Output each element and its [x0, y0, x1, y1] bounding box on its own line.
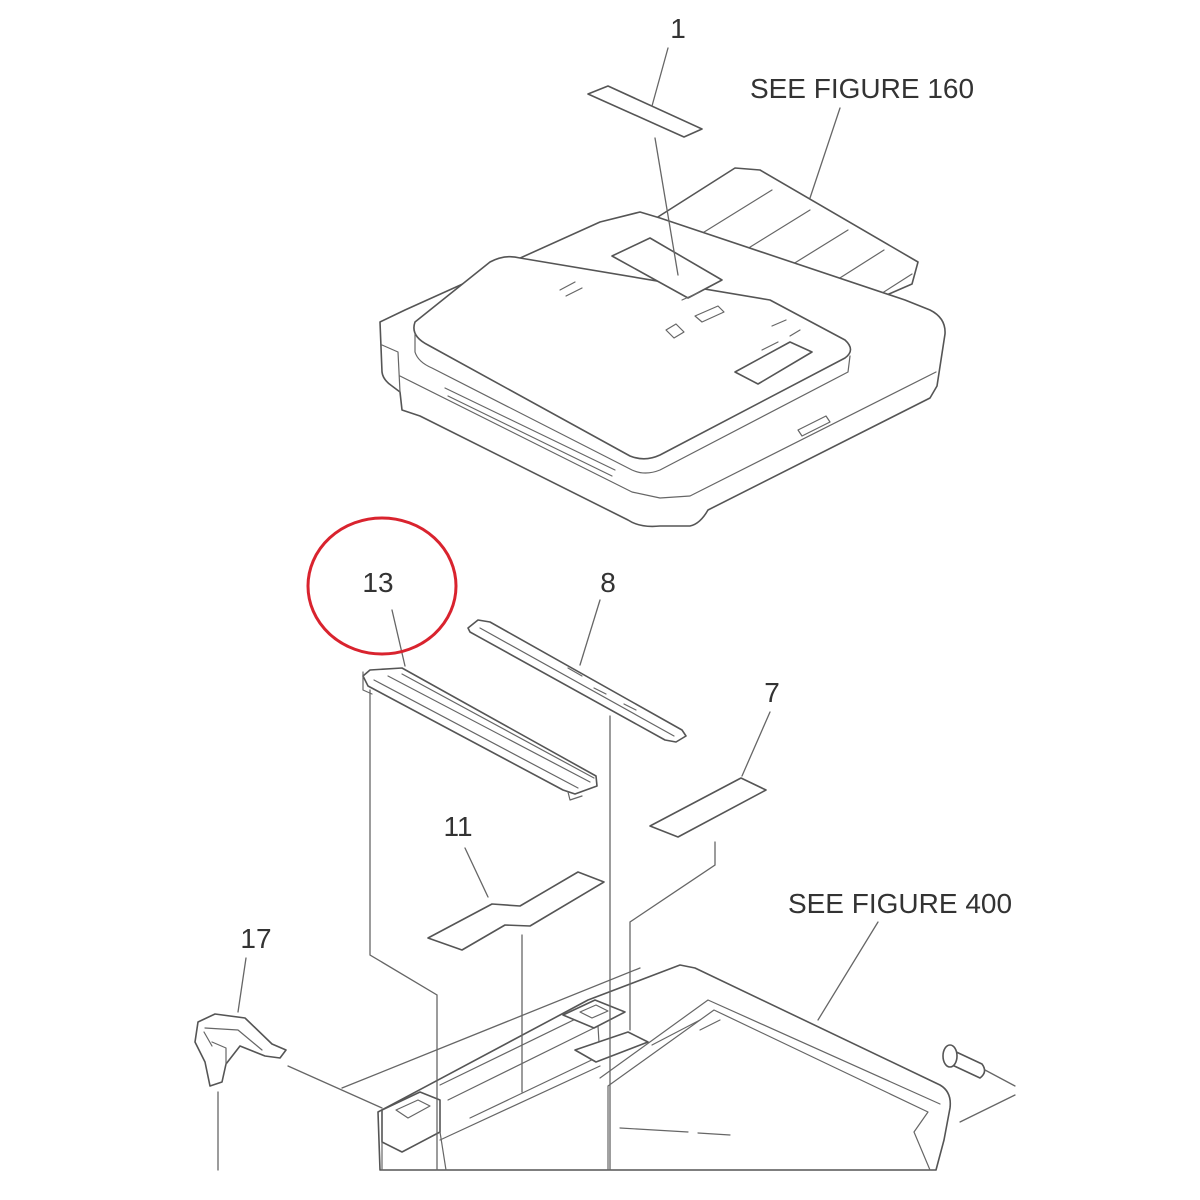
leader-screw: [984, 1069, 1016, 1087]
callout-item-11: 11: [443, 811, 472, 842]
leader-item-11: [464, 847, 489, 898]
item-8-strip-body: [467, 619, 687, 743]
scanner-frame-outer: [377, 964, 952, 1171]
leader-item-1: [651, 47, 669, 107]
adf-hinge-marks: [559, 281, 583, 297]
callout-see-figure-400: SEE FIGURE 400: [788, 888, 1012, 919]
adf-right-guide: [734, 341, 813, 385]
callout-labels: 1 SEE FIGURE 160 13 8 7 11 SEE FIGURE 40…: [240, 13, 1012, 954]
item-13-rail-bar: [362, 667, 598, 801]
scanner-frame-inner-lip: [599, 999, 941, 1105]
item-13-bar-body: [362, 667, 598, 795]
leader-item-13: [391, 609, 406, 667]
item-13-bar-rails: [373, 673, 595, 789]
adf-assembly: [379, 167, 946, 528]
item-8-strip: [467, 619, 687, 743]
adf-top-cover: [413, 255, 852, 460]
leader-item-1-to-adf: [654, 137, 679, 276]
leader-see-figure-160: [809, 107, 841, 199]
highlight-circle-item-13: [306, 516, 458, 656]
adf-tray-fins: [687, 189, 913, 321]
leader-item-7: [741, 711, 771, 777]
leader-item-8: [579, 599, 601, 666]
adf-right-guide-marks: [761, 319, 801, 351]
adf-top-cover-edge: [414, 333, 851, 474]
leader-item-7-to-frame: [629, 841, 716, 1031]
screw-head: [942, 1044, 958, 1068]
leader-item-13-to-frame: [369, 689, 438, 1171]
leader-frame-cross-line: [341, 967, 641, 1089]
item-13-bar-tabs: [362, 671, 583, 801]
leader-item-17-to-frame: [287, 1065, 383, 1109]
item-17-bracket-details: [203, 1027, 263, 1065]
screw-shank: [949, 1049, 986, 1079]
item-17-bracket-body: [194, 1013, 287, 1087]
adf-paper-guide: [611, 237, 723, 299]
scanner-rear-box-inner: [579, 1004, 609, 1019]
item-11-sheet: [427, 871, 605, 951]
scanner-corner-box-inner: [381, 1099, 447, 1171]
callout-item-17: 17: [240, 923, 271, 954]
adf-guide-marks: [665, 291, 725, 339]
callout-item-13: 13: [362, 567, 393, 598]
callout-item-8: 8: [600, 567, 616, 598]
item-17-bracket: [194, 1013, 287, 1087]
leader-lines: [217, 47, 1016, 1171]
item-8-strip-details: [479, 627, 675, 737]
callout-item-7: 7: [764, 677, 780, 708]
item-7-sheet: [649, 777, 767, 838]
screw: [942, 1044, 986, 1079]
leader-screw-lower: [959, 1094, 1016, 1123]
scanner-frame-assembly: [377, 964, 952, 1171]
leader-item-17: [237, 957, 247, 1013]
adf-base-slot: [444, 387, 616, 477]
scanner-glass-opening: [607, 1009, 931, 1171]
item-1-label-strip: [587, 85, 703, 138]
leader-see-figure-400: [817, 921, 879, 1021]
callout-see-figure-160: SEE FIGURE 160: [750, 73, 974, 104]
callout-item-1: 1: [670, 13, 686, 44]
adf-base-front-lip: [381, 344, 937, 499]
scanner-frame-marks: [619, 1019, 731, 1136]
adf-base-side-slot: [797, 415, 831, 437]
